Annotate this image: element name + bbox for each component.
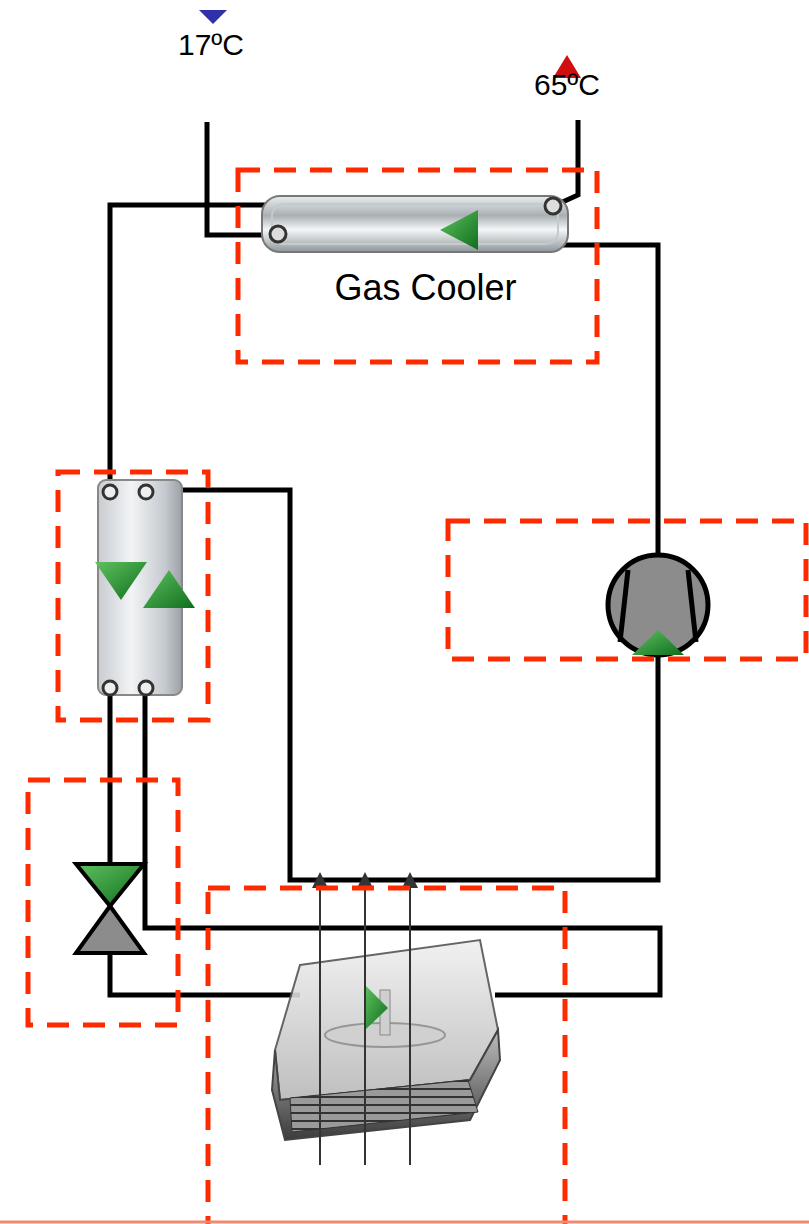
refrigerant-pipe <box>110 205 268 490</box>
component-boundary <box>208 888 565 1224</box>
expansion-valve-symbol <box>76 864 144 953</box>
refrigerant-pipe <box>110 955 300 995</box>
temperature-label: 65ºC <box>534 68 600 102</box>
internal-heat-exchanger <box>95 480 195 695</box>
component-boundary <box>28 170 806 1224</box>
component-boundary <box>58 472 208 720</box>
cold-water-marker <box>199 10 227 24</box>
evaporator-unit <box>272 880 500 1165</box>
component-boundary <box>28 780 178 1025</box>
component-box: Gas Cooler <box>238 170 613 362</box>
component-boundary <box>448 521 806 659</box>
refrigerant-pipe <box>562 245 658 556</box>
temperature-label: 17ºC <box>178 28 244 62</box>
refrigerant-pipe <box>108 690 113 862</box>
compressor-symbol <box>608 555 708 655</box>
component-name: Gas Cooler <box>238 267 613 309</box>
water-outlet-pipe <box>556 120 578 205</box>
bottom-rule <box>0 1221 809 1224</box>
refrigerant-pipe <box>148 490 658 880</box>
component-boundary <box>238 170 597 362</box>
gas-cooler-unit <box>262 196 568 252</box>
refrigerant-pipe <box>145 690 660 995</box>
